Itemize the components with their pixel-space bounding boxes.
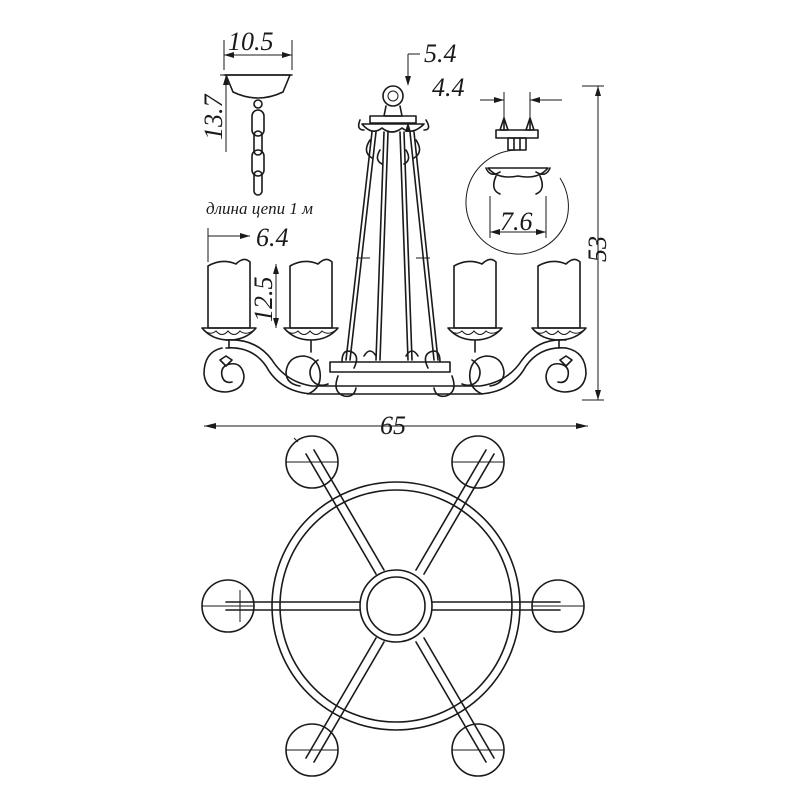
chain-length-note: длина цепи 1 м	[206, 199, 313, 218]
candle-4	[531, 258, 587, 349]
total-height-dimension	[582, 85, 604, 401]
canopy-height-dimension	[220, 74, 240, 152]
top-candle-cup-3	[201, 579, 255, 633]
candle-1	[201, 258, 257, 349]
top-ring-dimension-label: 5.4	[424, 39, 457, 68]
total-width-label: 65	[380, 411, 406, 440]
ceiling-canopy	[223, 74, 293, 109]
total-width-dimension	[204, 423, 588, 429]
mount-detail	[465, 117, 569, 255]
top-candle-cup-4	[531, 579, 585, 633]
candle-height-label: 12.5	[249, 277, 278, 323]
top-candle-cup-1	[285, 435, 339, 489]
canopy-height-label: 13.7	[199, 94, 228, 141]
support-rods	[345, 131, 439, 361]
scroll-arms	[203, 339, 587, 398]
hanging-chain	[251, 109, 265, 196]
top-ring-and-crown	[357, 85, 430, 133]
central-band	[329, 350, 451, 373]
bracket-width-label: 7.6	[500, 207, 533, 236]
top-ring-dimension	[405, 53, 420, 132]
top-view	[201, 435, 585, 777]
canopy-width-dimension	[223, 40, 293, 70]
top-candle-cup-6	[451, 723, 505, 777]
top-candle-cup-2	[451, 435, 505, 489]
mount-width-dimension	[480, 92, 562, 118]
candle-3	[447, 258, 503, 353]
top-candle-cup-5	[285, 723, 339, 777]
bracket-width-dimension	[489, 196, 547, 238]
canopy-width-label: 10.5	[228, 27, 274, 56]
candle-2	[283, 258, 339, 353]
candle-width-label: 6.4	[256, 223, 289, 252]
candle-width-dimension	[207, 228, 250, 262]
candle-height-dimension	[273, 264, 279, 328]
total-height-label: 53	[583, 236, 612, 262]
mount-width-label: 4.4	[432, 73, 465, 102]
